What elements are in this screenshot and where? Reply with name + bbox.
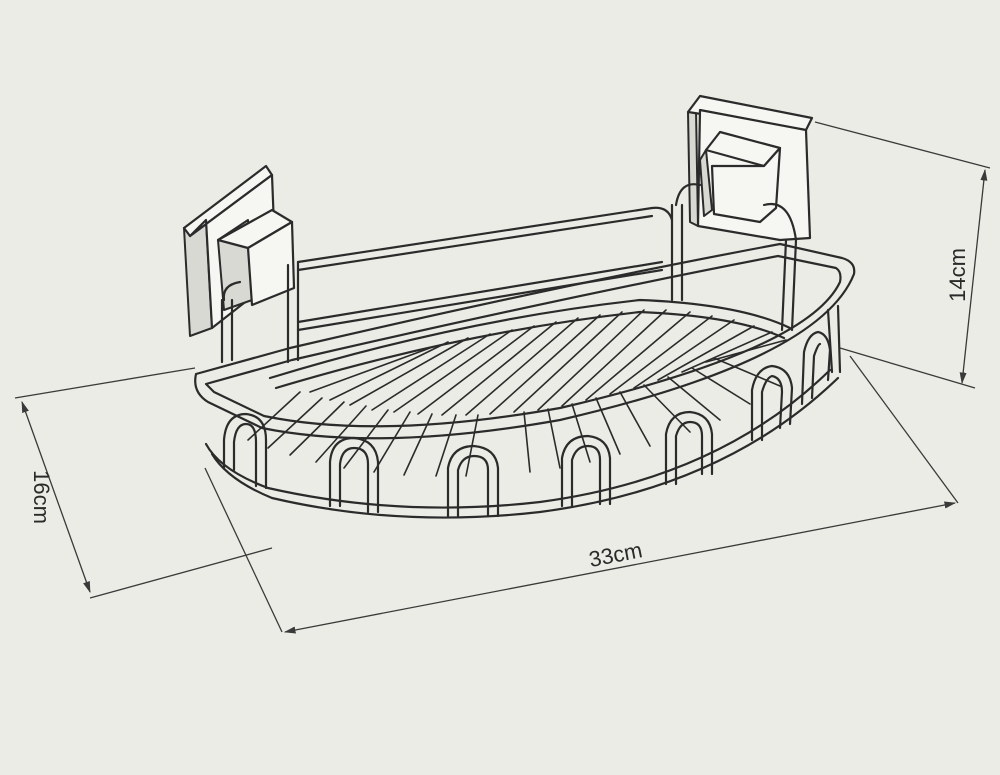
bottom-rim [204, 304, 842, 519]
left-suction-pad [182, 164, 296, 337]
dimension-width [204, 355, 959, 634]
width-label: 33cm [587, 537, 645, 572]
height-label: 14cm [945, 248, 970, 302]
dimension-height [814, 121, 991, 389]
top-rim [194, 242, 856, 440]
dimension-depth [14, 367, 273, 599]
depth-label: 16cm [29, 470, 54, 524]
floor-wires [247, 298, 792, 477]
right-suction-pad [686, 94, 814, 242]
back-rails [220, 183, 798, 364]
front-loops [222, 330, 832, 518]
